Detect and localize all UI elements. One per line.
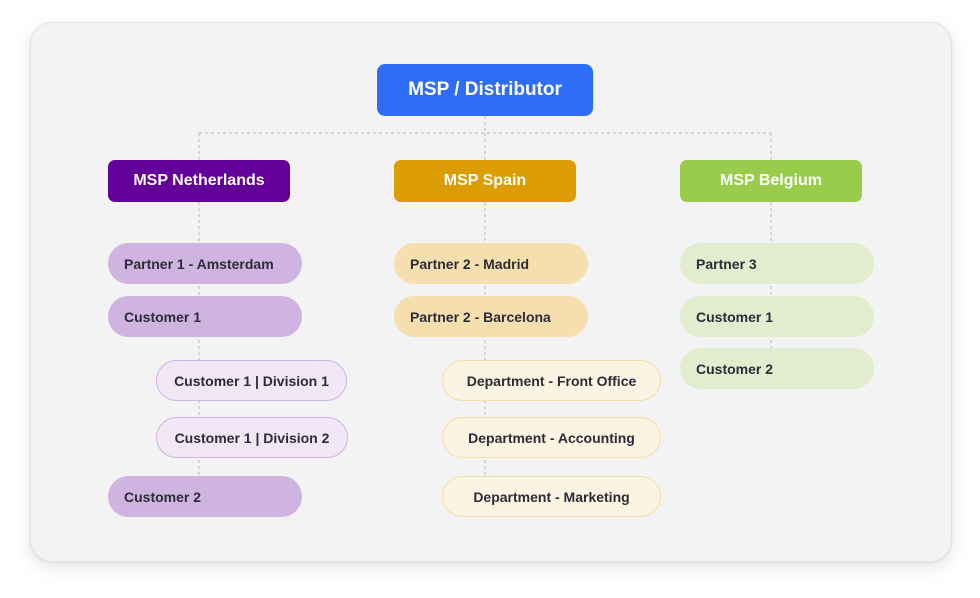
netherlands-customer-1-division-2: Customer 1 | Division 2 (156, 417, 348, 458)
root-node: MSP / Distributor (377, 64, 593, 116)
spain-department-front-office: Department - Front Office (442, 360, 661, 401)
spain-partner-2-barcelona: Partner 2 - Barcelona (394, 296, 588, 337)
netherlands-customer-2: Customer 2 (108, 476, 302, 517)
branch-netherlands: MSP Netherlands (108, 160, 290, 202)
spain-partner-2-madrid: Partner 2 - Madrid (394, 243, 588, 284)
branch-belgium: MSP Belgium (680, 160, 862, 202)
netherlands-partner-1-amsterdam: Partner 1 - Amsterdam (108, 243, 302, 284)
belgium-partner-3: Partner 3 (680, 243, 874, 284)
spain-department-marketing: Department - Marketing (442, 476, 661, 517)
spain-department-accounting: Department - Accounting (442, 417, 661, 458)
netherlands-customer-1-division-1: Customer 1 | Division 1 (156, 360, 347, 401)
belgium-customer-1: Customer 1 (680, 296, 874, 337)
netherlands-customer-1: Customer 1 (108, 296, 302, 337)
branch-spain: MSP Spain (394, 160, 576, 202)
belgium-customer-2: Customer 2 (680, 348, 874, 389)
